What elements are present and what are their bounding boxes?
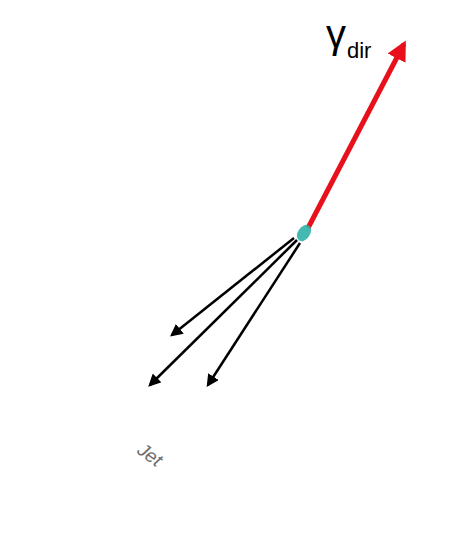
track-arrow <box>208 243 300 385</box>
photon-symbol: γ <box>326 14 346 54</box>
photon-subscript: dir <box>347 40 371 62</box>
cone-shape <box>50 220 320 520</box>
vertex-spot <box>294 222 314 244</box>
track-arrow <box>172 238 294 335</box>
cone-body <box>81 232 305 491</box>
jet-label: Jet <box>133 439 166 472</box>
cone-base <box>60 360 241 521</box>
jet-cone: Jet <box>50 220 320 520</box>
photon-line <box>308 44 404 228</box>
